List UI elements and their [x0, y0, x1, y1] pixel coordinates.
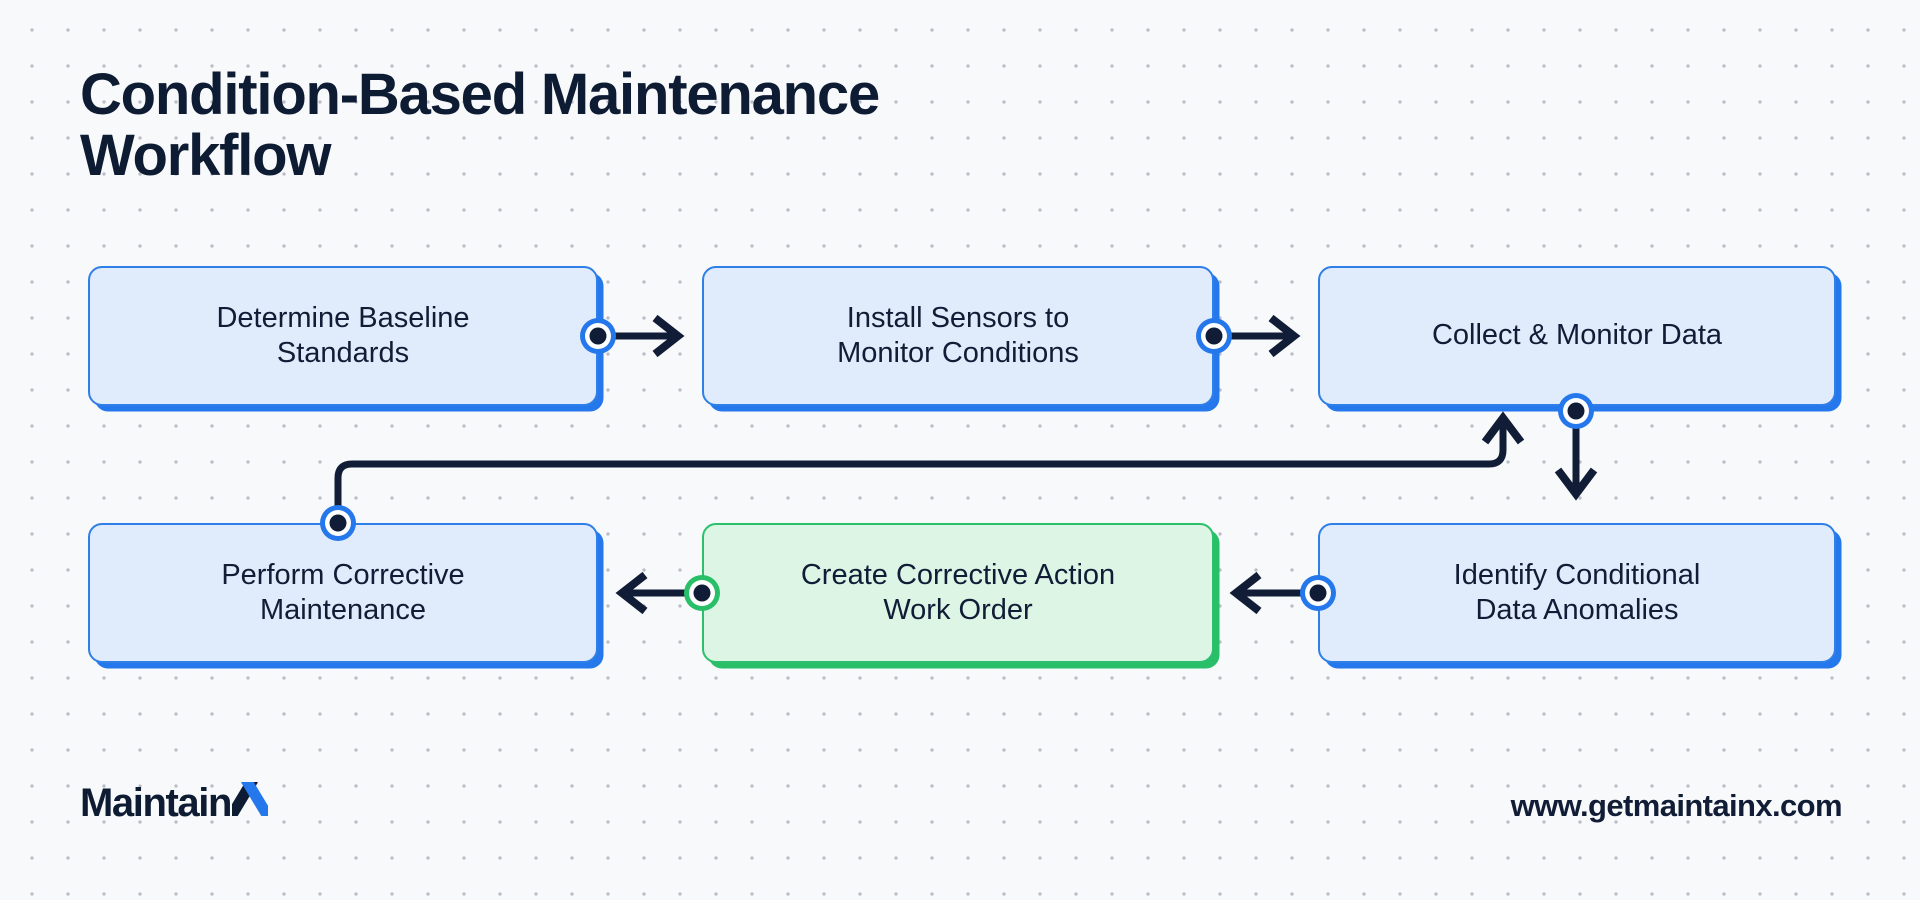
logo-wordmark: Maintain	[80, 781, 232, 825]
node-create-work-order[interactable]: Create Corrective Action Work Order	[702, 523, 1214, 663]
node-perform-corrective-maintenance[interactable]: Perform Corrective Maintenance	[88, 523, 598, 663]
node-label: Perform Corrective Maintenance	[221, 558, 465, 626]
node-label: Identify Conditional Data Anomalies	[1453, 558, 1701, 626]
maintainx-logo: Maintain	[80, 781, 269, 825]
node-identify-data-anomalies[interactable]: Identify Conditional Data Anomalies	[1318, 523, 1836, 663]
node-label: Create Corrective Action Work Order	[800, 558, 1116, 626]
x-mark-icon	[232, 782, 269, 816]
page-title: Condition-Based Maintenance Workflow	[80, 62, 880, 189]
website-url: www.getmaintainx.com	[1510, 788, 1843, 823]
node-collect-monitor-data[interactable]: Collect & Monitor Data	[1318, 266, 1836, 406]
node-label: Determine Baseline Standards	[216, 301, 470, 369]
node-label: Collect & Monitor Data	[1431, 319, 1723, 352]
node-label: Install Sensors to Monitor Conditions	[837, 301, 1079, 369]
node-determine-baseline-standards[interactable]: Determine Baseline Standards	[88, 266, 598, 406]
node-install-sensors[interactable]: Install Sensors to Monitor Conditions	[702, 266, 1214, 406]
